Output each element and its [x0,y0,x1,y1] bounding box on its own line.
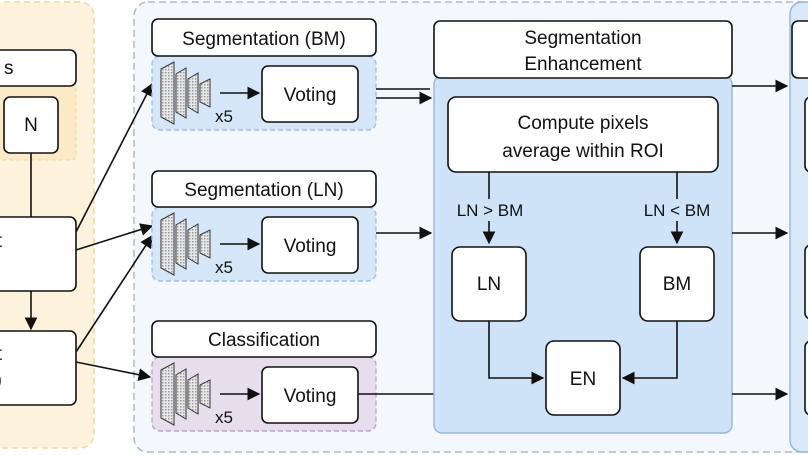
enhancement-title-line1: Segmentation [524,28,641,49]
bm-to-en-arrow [621,321,678,385]
enhancement-block: Segmentation Enhancement Compute pixels … [433,20,733,434]
right-low-box-fragment [804,244,808,320]
seg-bm-title-box [151,18,377,57]
cnn-icon [160,61,211,125]
seg-bm-repeat: x5 [215,107,233,126]
arrow-mid-to-seg-ln [75,223,154,251]
enhancement-title-box [433,20,733,79]
cond-right-bg [637,199,717,221]
seg-bm-voting-label: Voting [284,85,337,106]
bottom-node-label-line1: t [0,344,3,365]
right-bottom-box-fragment [804,340,808,416]
seg-ln-title: Segmentation (LN) [184,180,343,201]
compute-pixels-line1: Compute pixels [518,113,649,134]
classification-title: Classification [208,330,320,351]
seg-ln-voting-label: Voting [284,236,337,257]
seg-bm-title: Segmentation (BM) [182,29,346,50]
enhancement-title-line2: Enhancement [524,54,642,75]
en-node-label: EN [570,369,596,390]
compute-pixels-line2: average within ROI [502,141,664,162]
segmentation-ln-block: Segmentation (LN) x5 Voting [151,170,377,282]
ln-node-label: LN [477,274,501,295]
seg-ln-repeat: x5 [215,258,233,277]
input-panel: s N t t ) [0,1,95,449]
segmentation-bm-block: Segmentation (BM) x5 Voting [151,18,377,131]
arrow-mid-to-seg-bm [75,82,153,233]
classification-block: Classification x5 Voting [151,320,377,432]
classification-repeat: x5 [215,408,233,427]
bottom-node-label-line2: ) [0,370,2,391]
cnn-icon [160,362,211,426]
mid-node-label: t [0,231,3,252]
bm-node-label: BM [663,274,692,295]
mid-node [0,216,77,292]
classification-voting-box [261,366,359,424]
cnn-icon [160,212,211,276]
right-top-box-fragment [791,20,808,79]
ln-to-en-arrow [488,321,545,385]
arrow-bottom-to-classification [75,361,152,381]
cond-left-label: LN > BM [457,201,524,220]
right-mid-box-fragment [804,96,808,173]
cond-left-bg [450,199,530,221]
right-panel-fragment [789,1,808,453]
classification-title-box [151,320,377,358]
en-node [545,340,621,416]
n-node-label: N [24,115,38,136]
classification-voting-label: Voting [284,386,337,407]
seg-bm-voting-box [261,65,359,123]
seg-ln-title-box [151,170,377,208]
seg-ln-voting-box [261,216,359,274]
arrow-bottom-to-seg-ln [75,234,153,353]
input-header-label: s [4,58,14,79]
compute-pixels-box [447,96,719,173]
input-header-box [0,49,77,87]
bottom-node [0,330,77,406]
cond-right-label: LN < BM [644,201,711,220]
